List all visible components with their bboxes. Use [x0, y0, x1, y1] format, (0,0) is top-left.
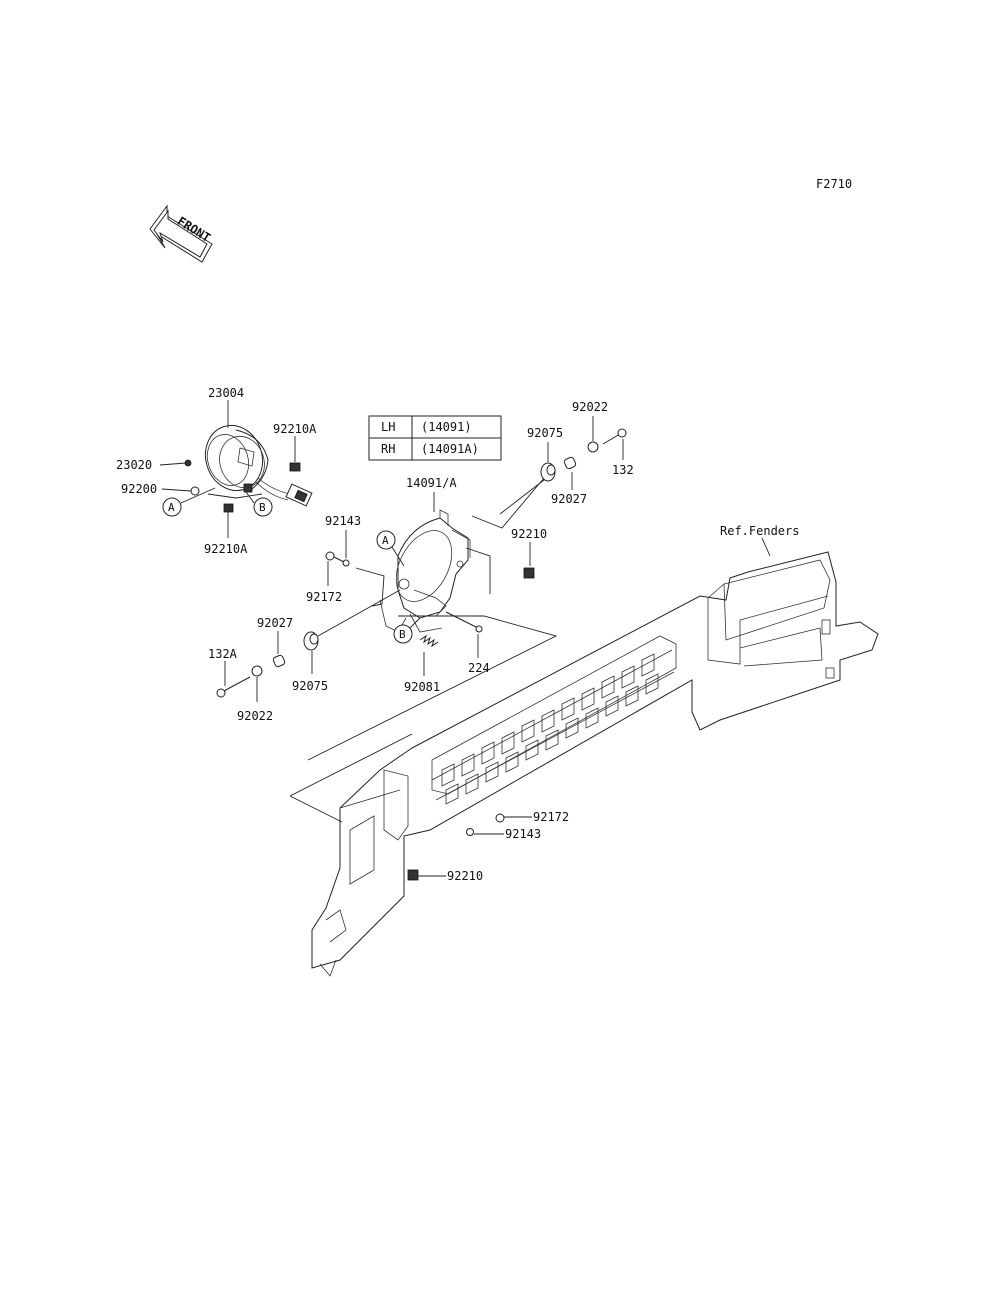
bolt-132: [602, 428, 627, 445]
label-92143-top: 92143: [325, 514, 361, 528]
grommet-92075-left: [303, 631, 319, 651]
label-92022-left: 92022: [237, 709, 273, 723]
front-arrow-icon: FRONT: [149, 204, 213, 263]
bolt-132a: [216, 676, 251, 698]
marker-b-bracket: B: [393, 617, 421, 644]
marker-b-headlamp: B: [245, 491, 273, 517]
label-92027-left: 92027: [257, 616, 293, 630]
variant-lh-part: (14091): [421, 420, 472, 434]
marker-b-bracket-text: B: [399, 628, 406, 641]
clip-92210-top: [523, 567, 535, 579]
label-92210a-top: 92210A: [273, 422, 317, 436]
washer-92022-top: [587, 441, 599, 453]
grommet-92075-top: [540, 462, 556, 482]
variant-rh-side: RH: [381, 442, 395, 456]
variant-table: LH (14091) RH (14091A): [368, 415, 502, 461]
washer-92143-top: [342, 559, 350, 567]
marker-b-headlamp-text: B: [259, 501, 266, 514]
figure-code: F2710: [816, 177, 852, 191]
washer-92200: [190, 486, 200, 496]
washer-92022-left: [251, 665, 263, 677]
headlamp-bracket: [379, 509, 471, 633]
bolt-92172-bottom: [495, 813, 505, 823]
reference-fenders-label: Ref.Fenders: [720, 524, 799, 538]
label-92172-top: 92172: [306, 590, 342, 604]
label-224: 224: [468, 661, 490, 675]
label-92200: 92200: [121, 482, 157, 496]
label-92081: 92081: [404, 680, 440, 694]
label-92210-top: 92210: [511, 527, 547, 541]
marker-a-left-text: A: [168, 501, 175, 514]
headlamp-assembly: [204, 424, 313, 507]
clip-92210a-top: [289, 462, 301, 472]
spring-92081: [419, 634, 439, 648]
marker-a-bracket: A: [376, 530, 405, 567]
variant-rh-part: (14091A): [421, 442, 479, 456]
label-92143-bottom: 92143: [505, 827, 541, 841]
variant-lh-side: LH: [381, 420, 395, 434]
label-132a: 132A: [208, 647, 238, 661]
collar-92027-top: [563, 456, 577, 470]
washer-92143-bottom: [466, 828, 474, 836]
label-14091: 14091/A: [406, 476, 457, 490]
label-92022-top: 92022: [572, 400, 608, 414]
bolt-92172-top: [325, 551, 345, 563]
label-92075-top: 92075: [527, 426, 563, 440]
marker-a-left: A: [162, 487, 216, 517]
marker-a-bracket-text: A: [382, 534, 389, 547]
label-132: 132: [612, 463, 634, 477]
front-grille-panel: [311, 551, 879, 977]
collar-92027-left: [272, 654, 286, 668]
label-92210-bottom: 92210: [447, 869, 483, 883]
screw-224: [445, 611, 483, 633]
label-92210a-bottom: 92210A: [204, 542, 248, 556]
grille-slats: [441, 653, 659, 805]
label-23020: 23020: [116, 458, 152, 472]
label-92075-left: 92075: [292, 679, 328, 693]
clip-92210a-bottom: [223, 503, 234, 513]
label-92027-top: 92027: [551, 492, 587, 506]
label-23004: 23004: [208, 386, 244, 400]
clip-92210-bottom: [407, 869, 419, 881]
label-92172-bottom: 92172: [533, 810, 569, 824]
